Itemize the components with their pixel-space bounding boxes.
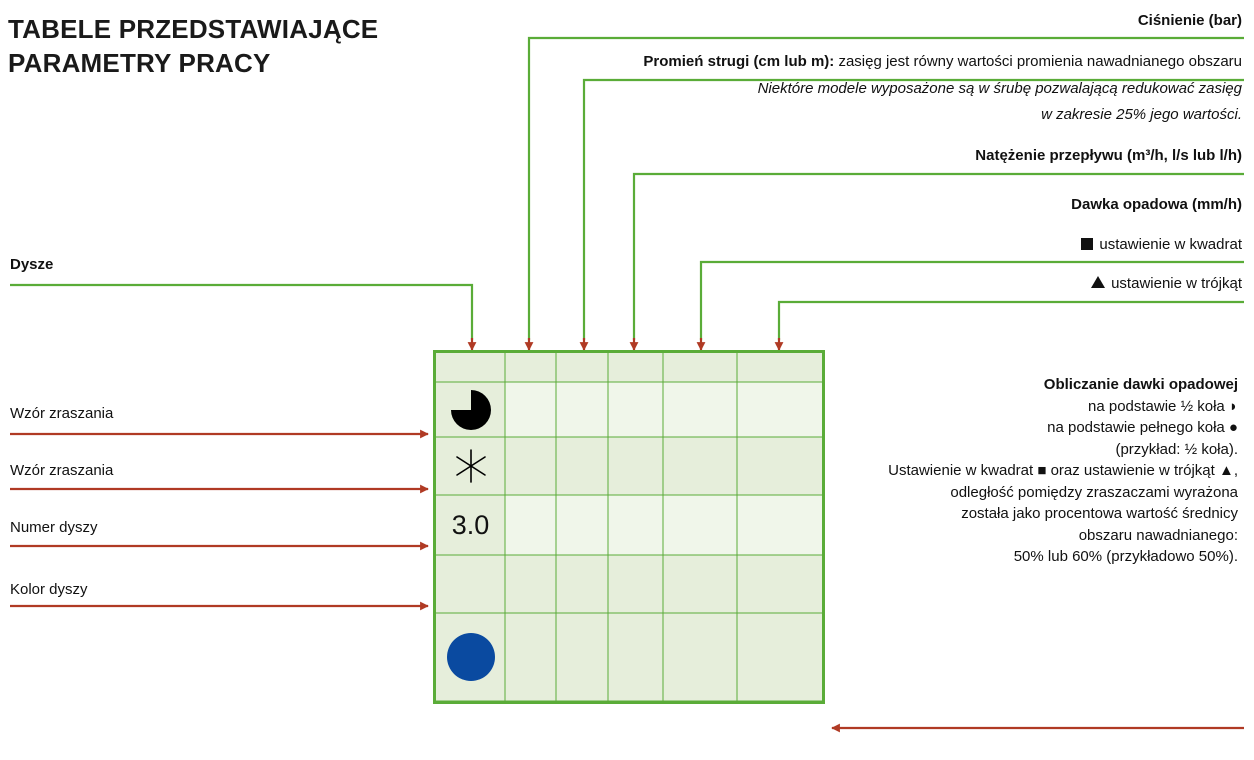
calculation-note: Obliczanie dawki opadowej na podstawie ½… — [888, 374, 1238, 568]
table-grid-lines — [436, 353, 822, 701]
leader-kwadrat — [699, 260, 1244, 340]
page-title-line2: PARAMETRY PRACY — [8, 48, 271, 78]
note-line-6: została jako procentowa wartość średnicy — [961, 505, 1238, 522]
label-wzor-1: Wzór zraszania — [10, 405, 114, 422]
note-line-4: Ustawienie w kwadrat ■ oraz ustawienie w… — [888, 462, 1238, 479]
spray-star-icon — [436, 437, 505, 495]
leader-trojkat — [777, 300, 1244, 340]
page-title: TABELE PRZEDSTAWIAJĄCE PARAMETRY PRACY — [8, 12, 378, 80]
label-wzor-2: Wzór zraszania — [10, 462, 114, 479]
leader-dysze — [10, 283, 474, 340]
square-icon — [1081, 238, 1094, 250]
parameter-table: 3.0 — [433, 350, 825, 704]
nozzle-color-dot — [436, 613, 505, 701]
nozzle-number: 3.0 — [451, 509, 490, 540]
label-trojkat: ustawienie w trójkąt — [1091, 275, 1242, 292]
label-dawka: Dawka opadowa (mm/h) — [1071, 196, 1242, 213]
label-cisnienie: Ciśnienie (bar) — [1137, 12, 1242, 29]
label-natezenie: Natężenie przepływu (m³/h, l/s lub l/h) — [975, 147, 1242, 164]
leader-natezenie — [632, 172, 1244, 340]
label-dysze: Dysze — [10, 256, 54, 273]
note-line-2: na podstawie pełnego koła ● — [1047, 419, 1238, 436]
label-promien-note2: w zakresie 25% jego wartości. — [1041, 106, 1242, 123]
label-numer: Numer dyszy — [10, 519, 98, 536]
note-line-3: (przykład: ½ koła). — [1115, 440, 1238, 458]
note-line-5: odległość pomiędzy zraszaczami wyrażona — [950, 483, 1238, 501]
label-promien-note1: Niektóre modele wyposażone są w śrubę po… — [757, 80, 1242, 97]
three-quarter-circle-icon — [436, 382, 505, 437]
note-line-7: obszaru nawadnianego: — [1078, 526, 1238, 544]
leader-promien — [582, 78, 1244, 340]
triangle-icon — [1091, 276, 1106, 288]
page-title-line1: TABELE PRZEDSTAWIAJĄCE — [8, 14, 379, 44]
label-promien: Promień strugi (cm lub m): zasięg jest r… — [643, 53, 1242, 70]
label-kolor: Kolor dyszy — [10, 581, 88, 598]
note-line-8: 50% lub 60% (przykładowo 50%). — [1013, 548, 1238, 565]
label-kwadrat: ustawienie w kwadrat — [1081, 236, 1242, 253]
note-title: Obliczanie dawki opadowej — [1043, 376, 1238, 393]
note-line-1: na podstawie ½ koła ◗ — [1088, 397, 1238, 415]
leader-cisnienie — [527, 36, 1244, 340]
